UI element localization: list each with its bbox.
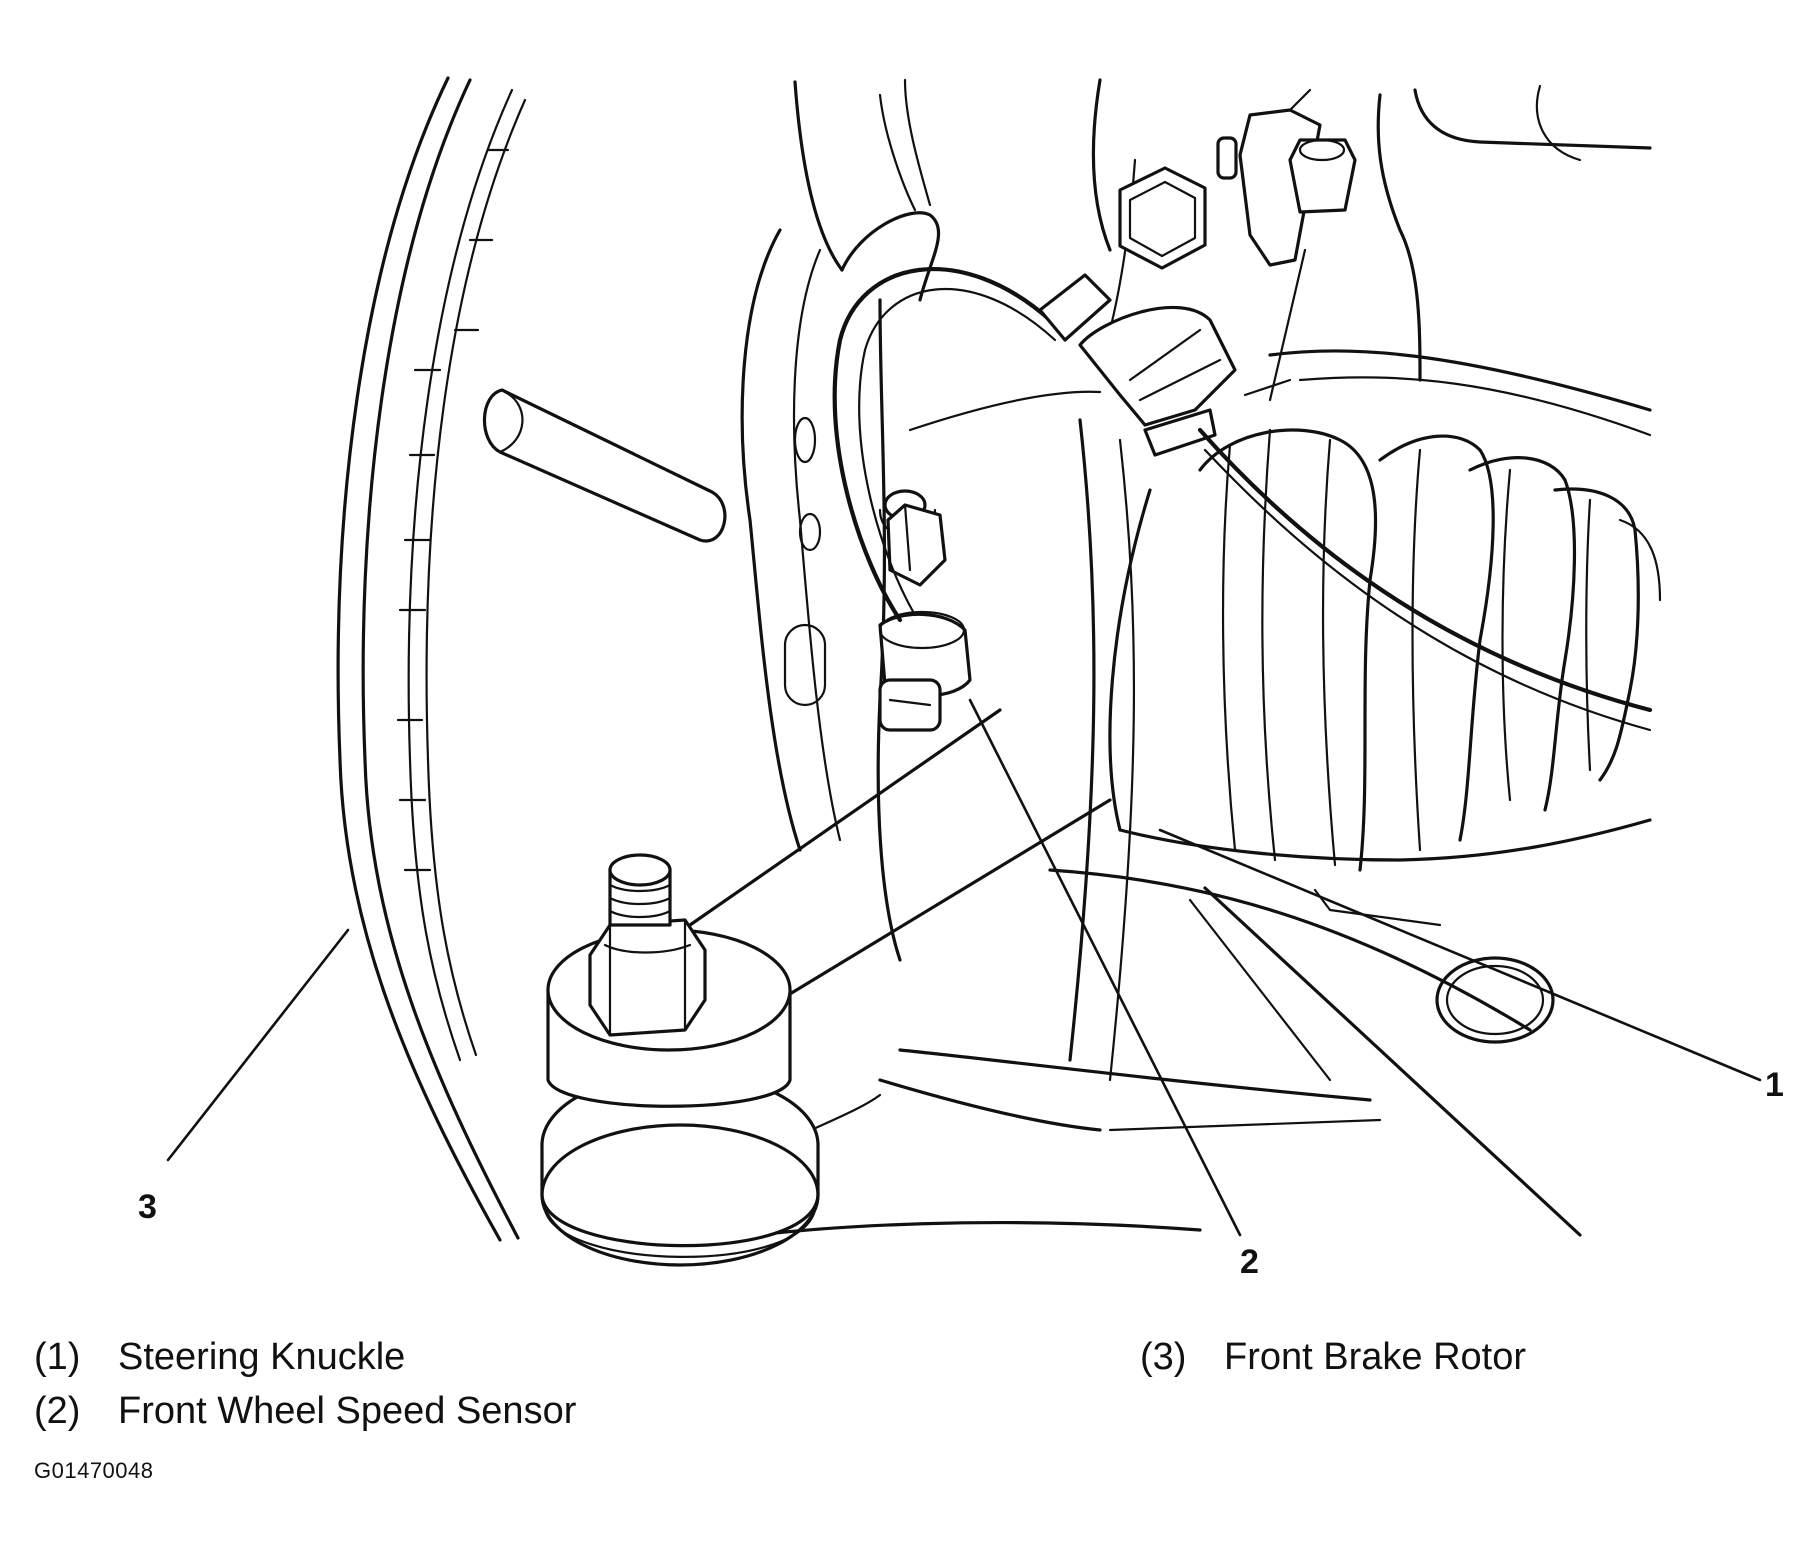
brake-rotor-drawing — [336, 76, 527, 1242]
steering-knuckle-drawing — [740, 78, 1652, 1082]
legend-number-2: (2) — [34, 1390, 81, 1432]
guide-pin-drawing — [482, 388, 727, 543]
ball-joint-drawing — [540, 853, 820, 1267]
callout-leader-3 — [166, 928, 350, 1162]
figure-id: G01470048 — [34, 1458, 154, 1483]
legend-label-2: Front Wheel Speed Sensor — [118, 1390, 577, 1432]
legend-label-3: Front Brake Rotor — [1224, 1336, 1526, 1378]
control-arm-drawing — [688, 708, 1582, 1242]
legend-number-1: (1) — [34, 1336, 81, 1378]
callout-leader-1 — [1158, 828, 1762, 1082]
legend-label-1: Steering Knuckle — [118, 1336, 406, 1378]
cv-boot-drawing — [1108, 428, 1662, 872]
legend-item-1: (1) Steering Knuckle — [34, 1335, 405, 1379]
legend-item-2: (2) Front Wheel Speed Sensor — [34, 1389, 576, 1433]
callout-number-1: 1 — [1765, 1066, 1784, 1104]
wheel-speed-sensor-drawing — [832, 88, 1653, 732]
legend-number-3: (3) — [1140, 1336, 1187, 1378]
callout-number-2: 2 — [1240, 1243, 1259, 1281]
callout-number-3: 3 — [138, 1188, 157, 1226]
callout-leader-2 — [968, 698, 1242, 1237]
legend-item-3: (3) Front Brake Rotor — [1140, 1335, 1526, 1379]
